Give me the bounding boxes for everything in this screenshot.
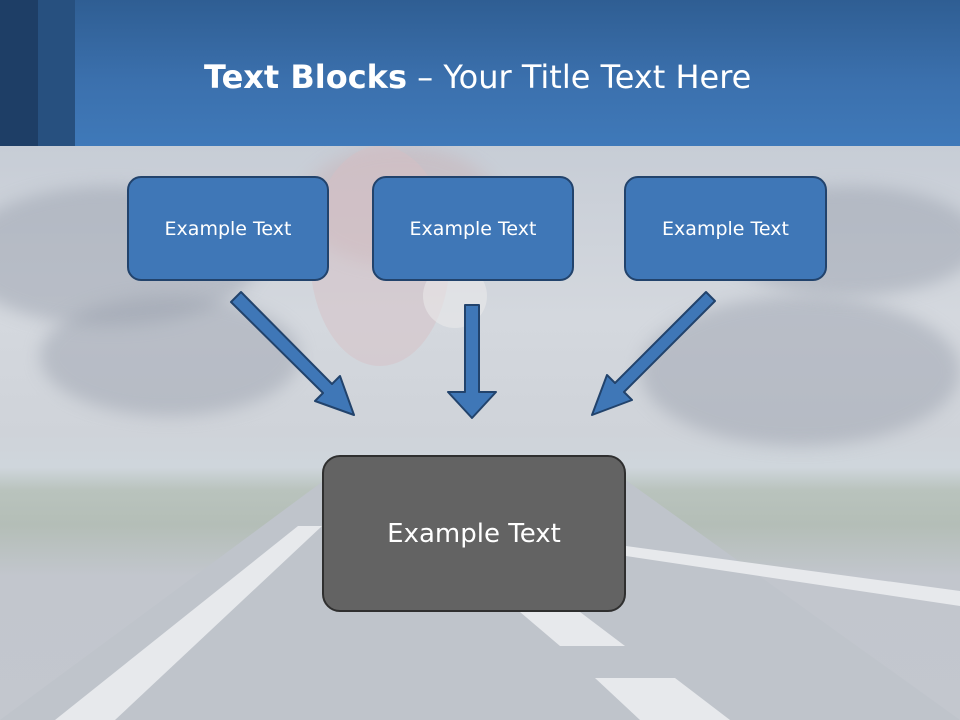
title-separator: – [407, 58, 444, 96]
slide-title: Text Blocks – Your Title Text Here [204, 52, 751, 102]
header-stripe [38, 0, 75, 146]
text-box-label: Example Text [409, 217, 537, 240]
result-box-label: Example Text [387, 518, 561, 549]
text-box-left: Example Text [127, 176, 329, 281]
header-stripe [0, 0, 38, 146]
title-bold: Text Blocks [204, 58, 407, 96]
text-box-label: Example Text [662, 217, 789, 240]
result-box: Example Text [322, 455, 626, 612]
title-rest: Your Title Text Here [443, 58, 752, 96]
text-box-right: Example Text [624, 176, 827, 281]
text-box-label: Example Text [164, 217, 292, 240]
title-bar: Text Blocks – Your Title Text Here [0, 0, 960, 146]
text-box-center: Example Text [372, 176, 574, 281]
